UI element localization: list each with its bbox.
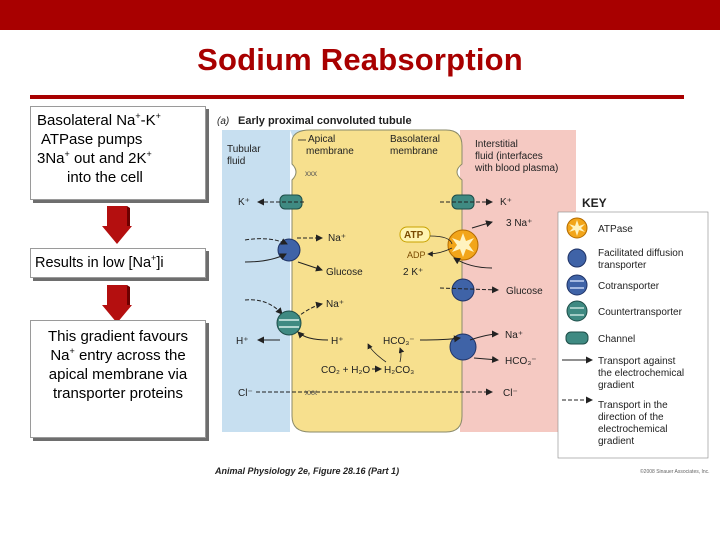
apical-membrane-label: Apical membrane — [306, 134, 354, 157]
h2co3-label: H₂CO₃ — [384, 365, 414, 376]
three-na-label: 3 Na⁺ — [506, 218, 532, 229]
key-label-atpase: ATPase — [598, 224, 633, 235]
facilitated-diffusion-icon — [567, 248, 587, 268]
dissociation-arrow-h — [367, 343, 387, 363]
na-h-countertransporter — [276, 310, 302, 336]
k-left-label: K⁺ — [238, 197, 250, 208]
key-label-dashed-arrow: Transport in the direction of the electr… — [598, 400, 670, 447]
epithelial-cell — [291, 129, 463, 433]
slide-title: Sodium Reabsorption — [197, 42, 523, 77]
box1-line4: into the cell — [67, 169, 143, 186]
na-glucose-cotransporter — [277, 238, 301, 262]
cl-right-label: Cl⁻ — [503, 388, 518, 399]
key-label-cotransporter: Cotransporter — [598, 281, 660, 292]
two-k-label: 2 K⁺ — [403, 267, 423, 278]
glucose-facilitated-transporter — [451, 278, 475, 302]
copyright-note: ©2008 Sinauer Associates, Inc. — [640, 469, 710, 475]
tubular-fluid-region — [222, 130, 290, 432]
glucose-right-label: Glucose — [506, 286, 543, 297]
reaction-label: CO₂ + H₂O — [321, 365, 370, 376]
na-hco3-cotransporter — [449, 333, 477, 361]
explanation-box-3: This gradient favours Na+ entry across t… — [30, 320, 206, 438]
basolateral-membrane-label: Basolateral membrane — [390, 134, 443, 157]
hco3-to-transporter-arrow — [419, 335, 461, 343]
hco3-out-arrow — [473, 356, 499, 363]
hco3-cell-label: HCO₃⁻ — [383, 336, 415, 347]
down-arrow-icon — [102, 285, 132, 323]
glucose-out-arrow — [439, 286, 499, 294]
box3-line1: This gradient favours — [47, 328, 189, 345]
box3-line4: transporter proteins — [52, 385, 184, 402]
figure-credit: Animal Physiology 2e, Figure 28.16 (Part… — [215, 466, 400, 476]
key-label-facilitated: Facilitated diffusion transporter — [598, 248, 686, 271]
dissociation-arrow-hco3 — [398, 347, 405, 363]
na-cell-label-1: Na⁺ — [328, 233, 346, 244]
na-cell-label-2: Na⁺ — [326, 299, 344, 310]
countertransporter-icon — [566, 300, 588, 322]
atpase-icon-star — [569, 220, 585, 236]
tubule-diagram: (a) Early proximal convoluted tubule Tub… — [217, 115, 709, 459]
explanation-box-2: Results in low [Na+]i — [30, 248, 206, 278]
h-out-arrow-a — [297, 331, 329, 341]
k-in-basolateral-arrow — [453, 257, 493, 269]
box1-line1: Basolateral Na+-K+ — [37, 111, 161, 130]
interstitial-label: Interstitial fluid (interfaces with bloo… — [474, 139, 558, 174]
atp-badge — [399, 226, 431, 243]
panel-label: (a) — [217, 116, 229, 127]
glucose-apical-arrow — [244, 253, 287, 263]
hco3-right-label: HCO₃⁻ — [505, 356, 537, 367]
key-label-countertransporter: Countertransporter — [598, 307, 683, 318]
explanation-box-1: Basolateral Na+-K+ ATPase pumps 3Na+ out… — [30, 106, 206, 200]
atp-arrow — [429, 235, 453, 245]
channel-icon — [565, 331, 589, 345]
cl-left-label: Cl⁻ — [238, 388, 253, 399]
na-apical-arrow-2 — [244, 299, 283, 315]
k-right-label: K⁺ — [500, 197, 512, 208]
top-accent-bar — [0, 0, 720, 30]
title-underline — [30, 95, 684, 99]
glucose-into-cell-arrow — [297, 261, 323, 272]
h-cell-label: H⁺ — [331, 336, 344, 347]
h-left-label: H⁺ — [236, 336, 249, 347]
glucose-cell-label: Glucose — [326, 267, 363, 278]
adp-arrow — [427, 247, 453, 257]
na-out-basolateral-arrow — [471, 220, 493, 229]
cotransporter-icon — [566, 274, 588, 296]
box3-line3: apical membrane via — [48, 366, 188, 383]
key-label-channel: Channel — [598, 334, 635, 345]
na-out-arrow-2 — [469, 330, 499, 341]
atpase-star — [452, 233, 474, 257]
tight-junction-top: xxx — [305, 169, 317, 178]
panel-title: Early proximal convoluted tubule — [238, 115, 412, 127]
key-label-solid-arrow: Transport against the electrochemical gr… — [598, 356, 687, 391]
box1-line2: ATPase pumps — [41, 131, 143, 148]
interstitial-region — [460, 130, 576, 432]
box3-line2: Na+ entry across the — [50, 346, 186, 365]
box1-line3: 3Na+ out and 2K+ — [37, 149, 152, 168]
tubular-fluid-label: Tubular fluid — [227, 144, 263, 167]
adp-label: ADP — [407, 250, 426, 260]
key-title: KEY — [582, 196, 607, 210]
atp-label: ATP — [404, 230, 424, 241]
down-arrow-icon — [102, 206, 132, 244]
na-apical-arrow-1 — [244, 238, 288, 245]
na-right-label: Na⁺ — [505, 330, 523, 341]
